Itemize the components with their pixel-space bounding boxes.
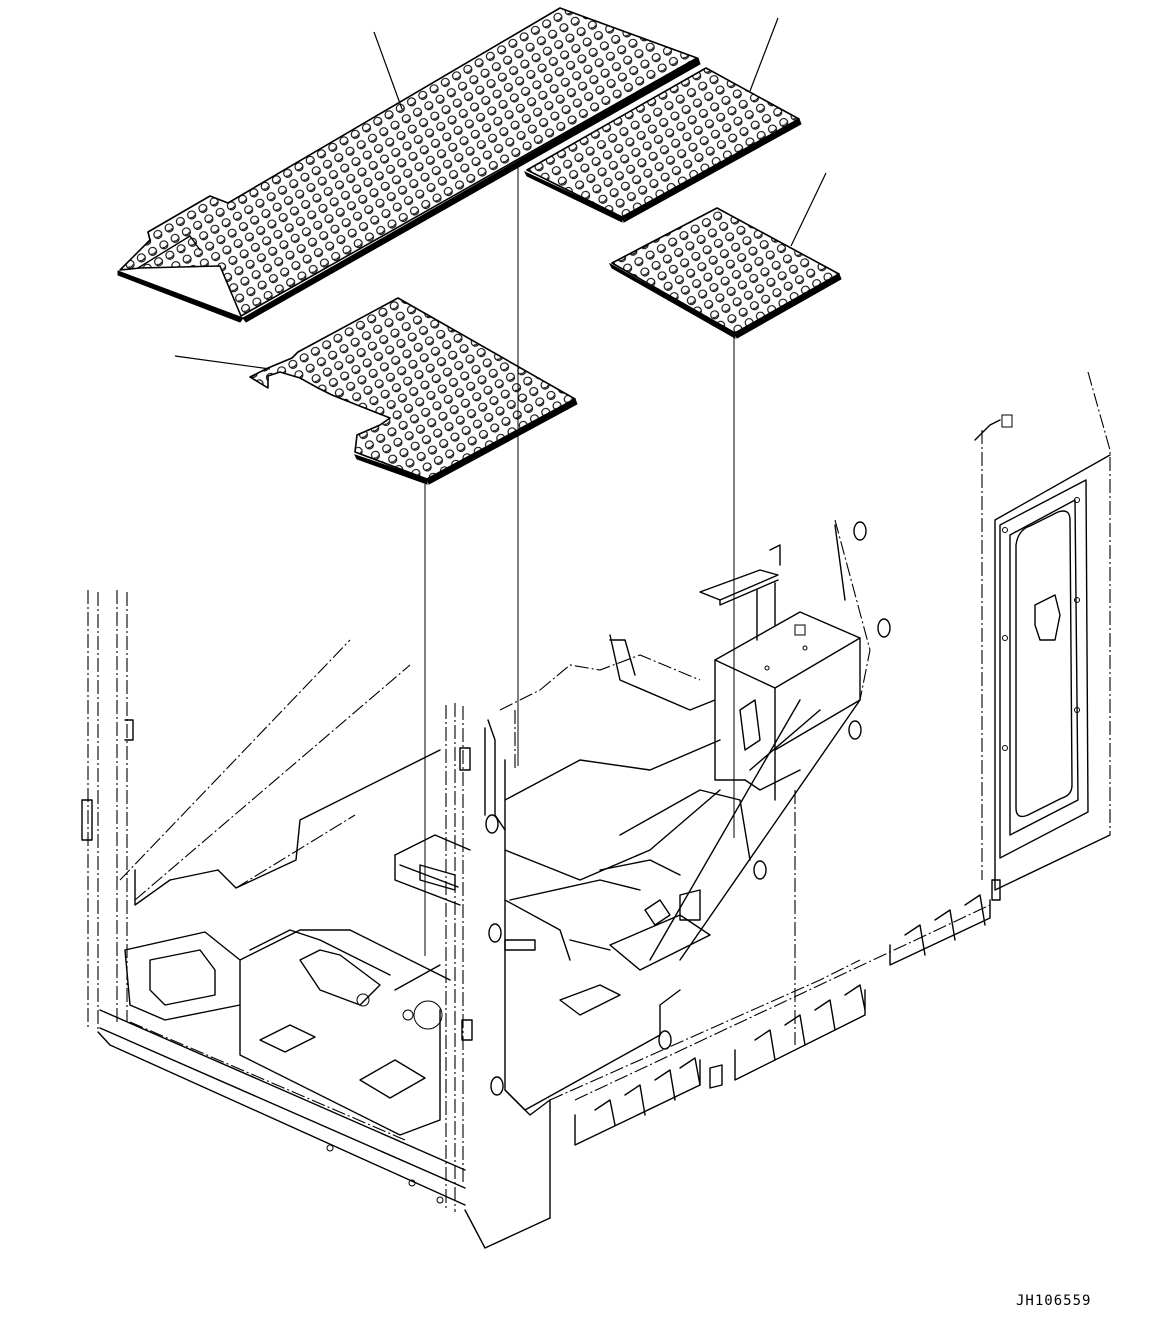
leader-lines bbox=[174, 17, 827, 370]
floor-mat-main bbox=[117, 7, 701, 323]
side-door-panel bbox=[974, 371, 1111, 901]
front-frame bbox=[504, 959, 861, 1116]
cab-frame bbox=[81, 519, 891, 1249]
floor-mat-right-rear bbox=[608, 207, 842, 339]
floor-mat-left bbox=[249, 297, 578, 485]
drop-lines bbox=[424, 165, 735, 956]
step-brackets bbox=[574, 894, 991, 1146]
floor-mat-right-front bbox=[523, 67, 802, 223]
figure-reference-code: JH106559 bbox=[1016, 1293, 1092, 1309]
